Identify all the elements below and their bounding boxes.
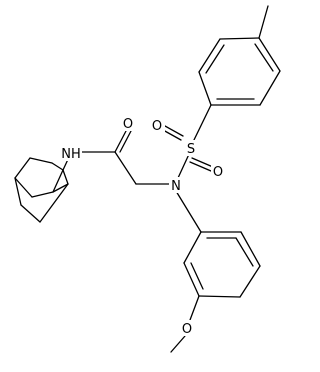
sulfonamide-nitrogen-label: N bbox=[171, 179, 181, 194]
carbonyl-oxygen-atom: O bbox=[121, 115, 135, 132]
bond-lines bbox=[14, 5, 281, 353]
carbonyl-oxygen-label: O bbox=[123, 117, 133, 132]
sulfonyl-oxygen-atom-1: O bbox=[150, 117, 165, 134]
tolyl-ring bbox=[198, 5, 281, 106]
sulfonyl-bonds bbox=[162, 104, 214, 179]
methoxyphenyl-ring bbox=[170, 190, 261, 353]
atom-labels: NH O N S O O O bbox=[60, 115, 226, 337]
sulfonamide-nitrogen-atom: N bbox=[169, 177, 184, 194]
methoxy-oxygen-atom: O bbox=[180, 320, 195, 337]
sulfur-atom: S bbox=[184, 140, 199, 157]
sulfonyl-oxygen-1-label: O bbox=[152, 119, 162, 134]
molecule-diagram: NH O N S O O O bbox=[14, 5, 281, 353]
nh-atom: NH bbox=[60, 145, 82, 162]
norbornyl-ring bbox=[14, 157, 69, 223]
sulfonyl-oxygen-atom-2: O bbox=[211, 163, 226, 180]
nh-label: NH bbox=[61, 147, 81, 162]
sulfur-label: S bbox=[187, 142, 195, 157]
methoxy-oxygen-label: O bbox=[182, 322, 192, 337]
sulfonyl-oxygen-2-label: O bbox=[213, 165, 223, 180]
amide-chain bbox=[62, 130, 170, 185]
